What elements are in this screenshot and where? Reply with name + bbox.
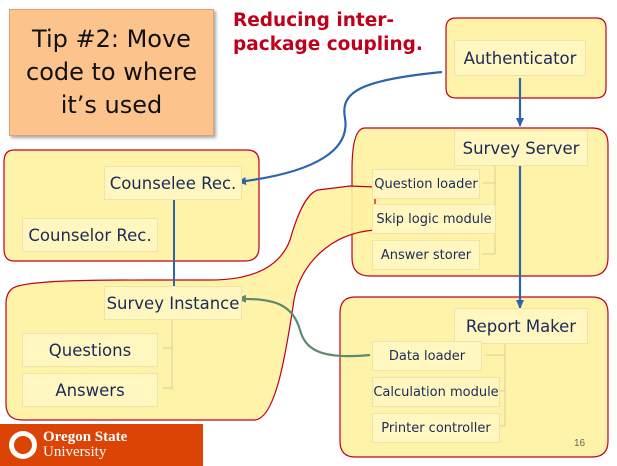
questions-box: Questions xyxy=(22,333,158,367)
headline-line-1: Reducing inter- xyxy=(233,10,395,31)
survey-instance-label: Survey Instance xyxy=(106,293,240,313)
data-loader-box: Data loader xyxy=(372,341,482,371)
authenticator-box: Authenticator xyxy=(454,40,586,76)
answers-label: Answers xyxy=(55,380,125,400)
answers-box: Answers xyxy=(22,373,158,407)
data-loader-label: Data loader xyxy=(388,348,466,364)
survey-server-box: Survey Server xyxy=(454,130,588,166)
skip-logic-module-box: Skip logic module xyxy=(372,204,496,234)
printer-controller-box: Printer controller xyxy=(372,413,500,443)
report-maker-label: Report Maker xyxy=(465,316,577,336)
tip-box: Tip #2: Move code to where it’s used xyxy=(9,9,214,136)
question-loader-box: Question loader xyxy=(372,169,480,199)
brand-line-1: Oregon State xyxy=(43,429,128,445)
university-seal-icon xyxy=(9,431,37,459)
printer-controller-label: Printer controller xyxy=(381,420,491,436)
skip-logic-module-label: Skip logic module xyxy=(376,211,492,227)
answer-storer-label: Answer storer xyxy=(380,247,472,263)
tip-line-2: code to where xyxy=(26,58,197,86)
authenticator-to-counselee-arrow xyxy=(237,70,443,186)
page-number: 16 xyxy=(574,438,586,449)
data-loader-to-instance-arrow xyxy=(237,294,371,358)
counselor-rec-box: Counselor Rec. xyxy=(22,218,158,252)
university-footer-logo: Oregon State University xyxy=(0,424,203,466)
tip-line-3: it’s used xyxy=(60,91,163,119)
survey-instance-box: Survey Instance xyxy=(104,286,242,320)
university-wordmark: Oregon State University xyxy=(43,430,127,460)
report-maker-tree-lines xyxy=(485,343,506,427)
headline-line-2: package coupling. xyxy=(233,34,423,55)
calculation-module-label: Calculation module xyxy=(373,384,499,400)
counselor-rec-label: Counselor Rec. xyxy=(28,225,152,245)
report-maker-box: Report Maker xyxy=(454,308,588,344)
question-loader-label: Question loader xyxy=(374,176,478,192)
authenticator-label: Authenticator xyxy=(463,48,577,68)
counselee-rec-label: Counselee Rec. xyxy=(109,173,237,193)
calculation-module-box: Calculation module xyxy=(372,377,500,407)
questions-label: Questions xyxy=(48,340,132,360)
survey-server-label: Survey Server xyxy=(462,138,580,158)
slide-headline: Reducing inter- package coupling. xyxy=(233,9,423,57)
counselee-rec-box: Counselee Rec. xyxy=(104,166,242,200)
tip-line-1: Tip #2: Move xyxy=(32,25,191,53)
brand-line-2: University xyxy=(43,444,107,460)
answer-storer-box: Answer storer xyxy=(372,240,480,270)
survey-instance-tree-lines xyxy=(162,318,173,390)
